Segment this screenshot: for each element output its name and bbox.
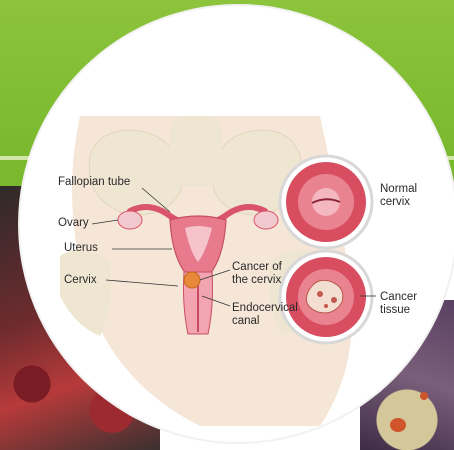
ovary-right	[254, 211, 278, 229]
label-tissue-line-2: tissue	[380, 304, 410, 316]
spine	[170, 116, 222, 186]
label-cancer-line-1: Cancer of	[232, 261, 282, 273]
label-endo-line-1: Endocervical	[232, 302, 298, 314]
label-normal-cervix: Normal cervix	[380, 183, 417, 209]
label-endocervical-canal: Endocervical canal	[232, 302, 298, 328]
label-cervix: Cervix	[64, 274, 97, 287]
normal-cervix-inset	[280, 156, 372, 248]
label-tissue-line-1: Cancer	[380, 291, 417, 303]
ovary-left	[118, 211, 142, 229]
label-normal-line-1: Normal	[380, 183, 417, 195]
label-uterus: Uterus	[64, 242, 98, 255]
label-normal-line-2: cervix	[380, 196, 410, 208]
label-cancer-of-the-cervix: Cancer of the cervix	[232, 261, 282, 287]
label-endo-line-2: canal	[232, 315, 260, 327]
femur-left	[60, 250, 111, 336]
label-fallopian-tube: Fallopian tube	[58, 176, 130, 189]
anatomy-illustration: Fallopian tube Ovary Uterus Cervix Cance…	[20, 6, 454, 442]
label-cancer-line-2: the cervix	[232, 274, 281, 286]
cancer-lesion	[184, 272, 200, 288]
label-cancer-tissue: Cancer tissue	[380, 291, 417, 317]
label-ovary: Ovary	[58, 217, 89, 230]
cancer-tissue-inset	[280, 251, 372, 343]
